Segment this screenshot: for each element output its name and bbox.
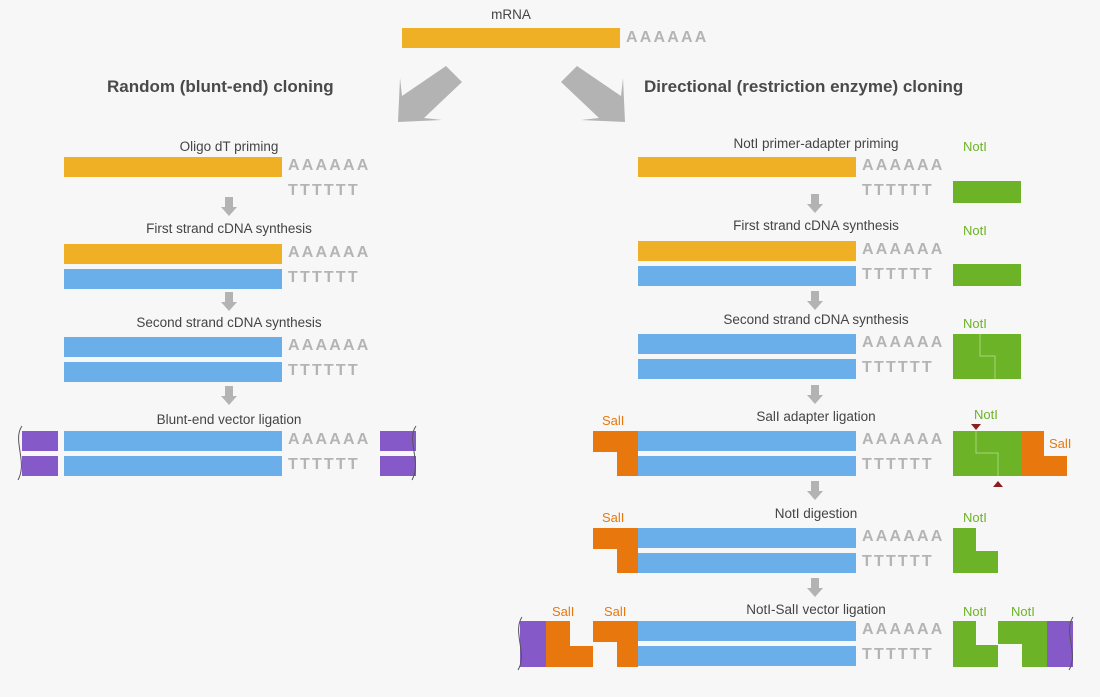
cut-marker-icon — [971, 424, 981, 430]
poly-t-tail: TTTTTT — [862, 456, 934, 473]
poly-a-tail: AAAAAA — [862, 157, 945, 174]
right-cdna-strand — [638, 334, 856, 354]
left-step-label: Oligo dT priming — [179, 139, 279, 154]
left-cdna-strand — [64, 431, 282, 451]
right-mrna-strand — [638, 157, 856, 177]
sall-adapter — [593, 528, 638, 573]
right-step-label: NotI digestion — [774, 506, 858, 521]
mrna-poly-a: AAAAAA — [626, 29, 709, 46]
notl-site-label: NotI — [974, 407, 998, 422]
down-arrow-icon — [807, 578, 823, 597]
poly-a-tail: AAAAAA — [862, 334, 945, 351]
notl-adapter — [953, 264, 1021, 286]
sall-site-label: SalI — [602, 510, 625, 525]
sall-adapter — [593, 621, 638, 667]
poly-t-tail: TTTTTT — [862, 646, 934, 663]
down-arrow-icon — [221, 197, 237, 216]
right-step-label: SalI adapter ligation — [756, 409, 876, 424]
left-step-label: First strand cDNA synthesis — [146, 221, 312, 236]
down-arrow-icon — [807, 481, 823, 500]
right-step-label: NotI primer-adapter priming — [733, 136, 899, 151]
mrna-strand — [402, 28, 620, 48]
sall-adapter — [593, 431, 638, 476]
right-cdna-strand — [638, 456, 856, 476]
left-cdna-strand — [64, 456, 282, 476]
sall-site-label: SalI — [552, 604, 575, 619]
right-cdna-strand — [638, 359, 856, 379]
down-arrow-icon — [807, 385, 823, 404]
poly-t-tail: TTTTTT — [288, 362, 360, 379]
vector-notl-end — [998, 621, 1047, 667]
sall-site-label: SalI — [1049, 436, 1072, 451]
vector-sall-end — [546, 621, 593, 667]
poly-a-tail: AAAAAA — [862, 621, 945, 638]
big-arrow-left-icon — [398, 66, 462, 122]
poly-a-tail: AAAAAA — [288, 157, 371, 174]
left-step-label: Blunt-end vector ligation — [156, 412, 302, 427]
notl-site-label: NotI — [963, 316, 987, 331]
right-step-label: Second strand cDNA synthesis — [723, 312, 909, 327]
notl-site-label: NotI — [963, 223, 987, 238]
right-cdna-strand — [638, 621, 856, 641]
poly-t-tail: TTTTTT — [862, 553, 934, 570]
blunt-vector-right — [380, 425, 417, 481]
left-step-label: Second strand cDNA synthesis — [136, 315, 322, 330]
poly-a-tail: AAAAAA — [862, 528, 945, 545]
vector-left-end — [517, 616, 593, 671]
sall-site-label: SalI — [602, 413, 625, 428]
left-cdna-strand — [64, 269, 282, 289]
poly-t-tail: TTTTTT — [288, 456, 360, 473]
notl-site-label: NotI — [963, 604, 987, 619]
sall-adapter — [1021, 431, 1067, 476]
right-cdna-strand — [638, 431, 856, 451]
right-mrna-strand — [638, 241, 856, 261]
poly-a-tail: AAAAAA — [288, 244, 371, 261]
notl-site-label: NotI — [963, 510, 987, 525]
right-cdna-strand — [638, 553, 856, 573]
down-arrow-icon — [807, 291, 823, 310]
notl-site-label: NotI — [963, 139, 987, 154]
notl-site-label: NotI — [1011, 604, 1035, 619]
right-title: Directional (restriction enzyme) cloning — [644, 77, 964, 96]
left-cdna-strand — [64, 362, 282, 382]
notl-adapter-double — [953, 334, 1021, 379]
poly-t-tail: TTTTTT — [288, 269, 360, 286]
notl-adapter — [953, 181, 1021, 203]
right-cdna-strand — [638, 646, 856, 666]
down-arrow-icon — [221, 386, 237, 405]
poly-t-tail: TTTTTT — [862, 266, 934, 283]
poly-t-tail: TTTTTT — [862, 359, 934, 376]
right-cdna-strand — [638, 528, 856, 548]
left-title: Random (blunt-end) cloning — [107, 77, 334, 96]
cut-marker-icon — [993, 481, 1003, 487]
poly-a-tail: AAAAAA — [288, 431, 371, 448]
down-arrow-icon — [221, 292, 237, 311]
poly-a-tail: AAAAAA — [862, 241, 945, 258]
sall-site-label: SalI — [604, 604, 627, 619]
down-arrow-icon — [807, 194, 823, 213]
notl-adapter-double — [953, 431, 1021, 476]
left-mrna-strand — [64, 244, 282, 264]
right-step-label: NotI-SalI vector ligation — [746, 602, 886, 617]
poly-a-tail: AAAAAA — [288, 337, 371, 354]
right-step-label: First strand cDNA synthesis — [733, 218, 899, 233]
left-mrna-strand — [64, 157, 282, 177]
blunt-vector-left — [17, 425, 58, 481]
right-cdna-strand — [638, 266, 856, 286]
big-arrow-right-icon — [561, 66, 625, 122]
mrna-label: mRNA — [491, 7, 531, 22]
vector-right-end — [998, 616, 1074, 671]
notl-adapter — [953, 621, 998, 667]
poly-t-tail: TTTTTT — [288, 182, 360, 199]
poly-a-tail: AAAAAA — [862, 431, 945, 448]
notl-adapter — [953, 528, 998, 573]
poly-t-tail: TTTTTT — [862, 182, 934, 199]
left-cdna-strand — [64, 337, 282, 357]
